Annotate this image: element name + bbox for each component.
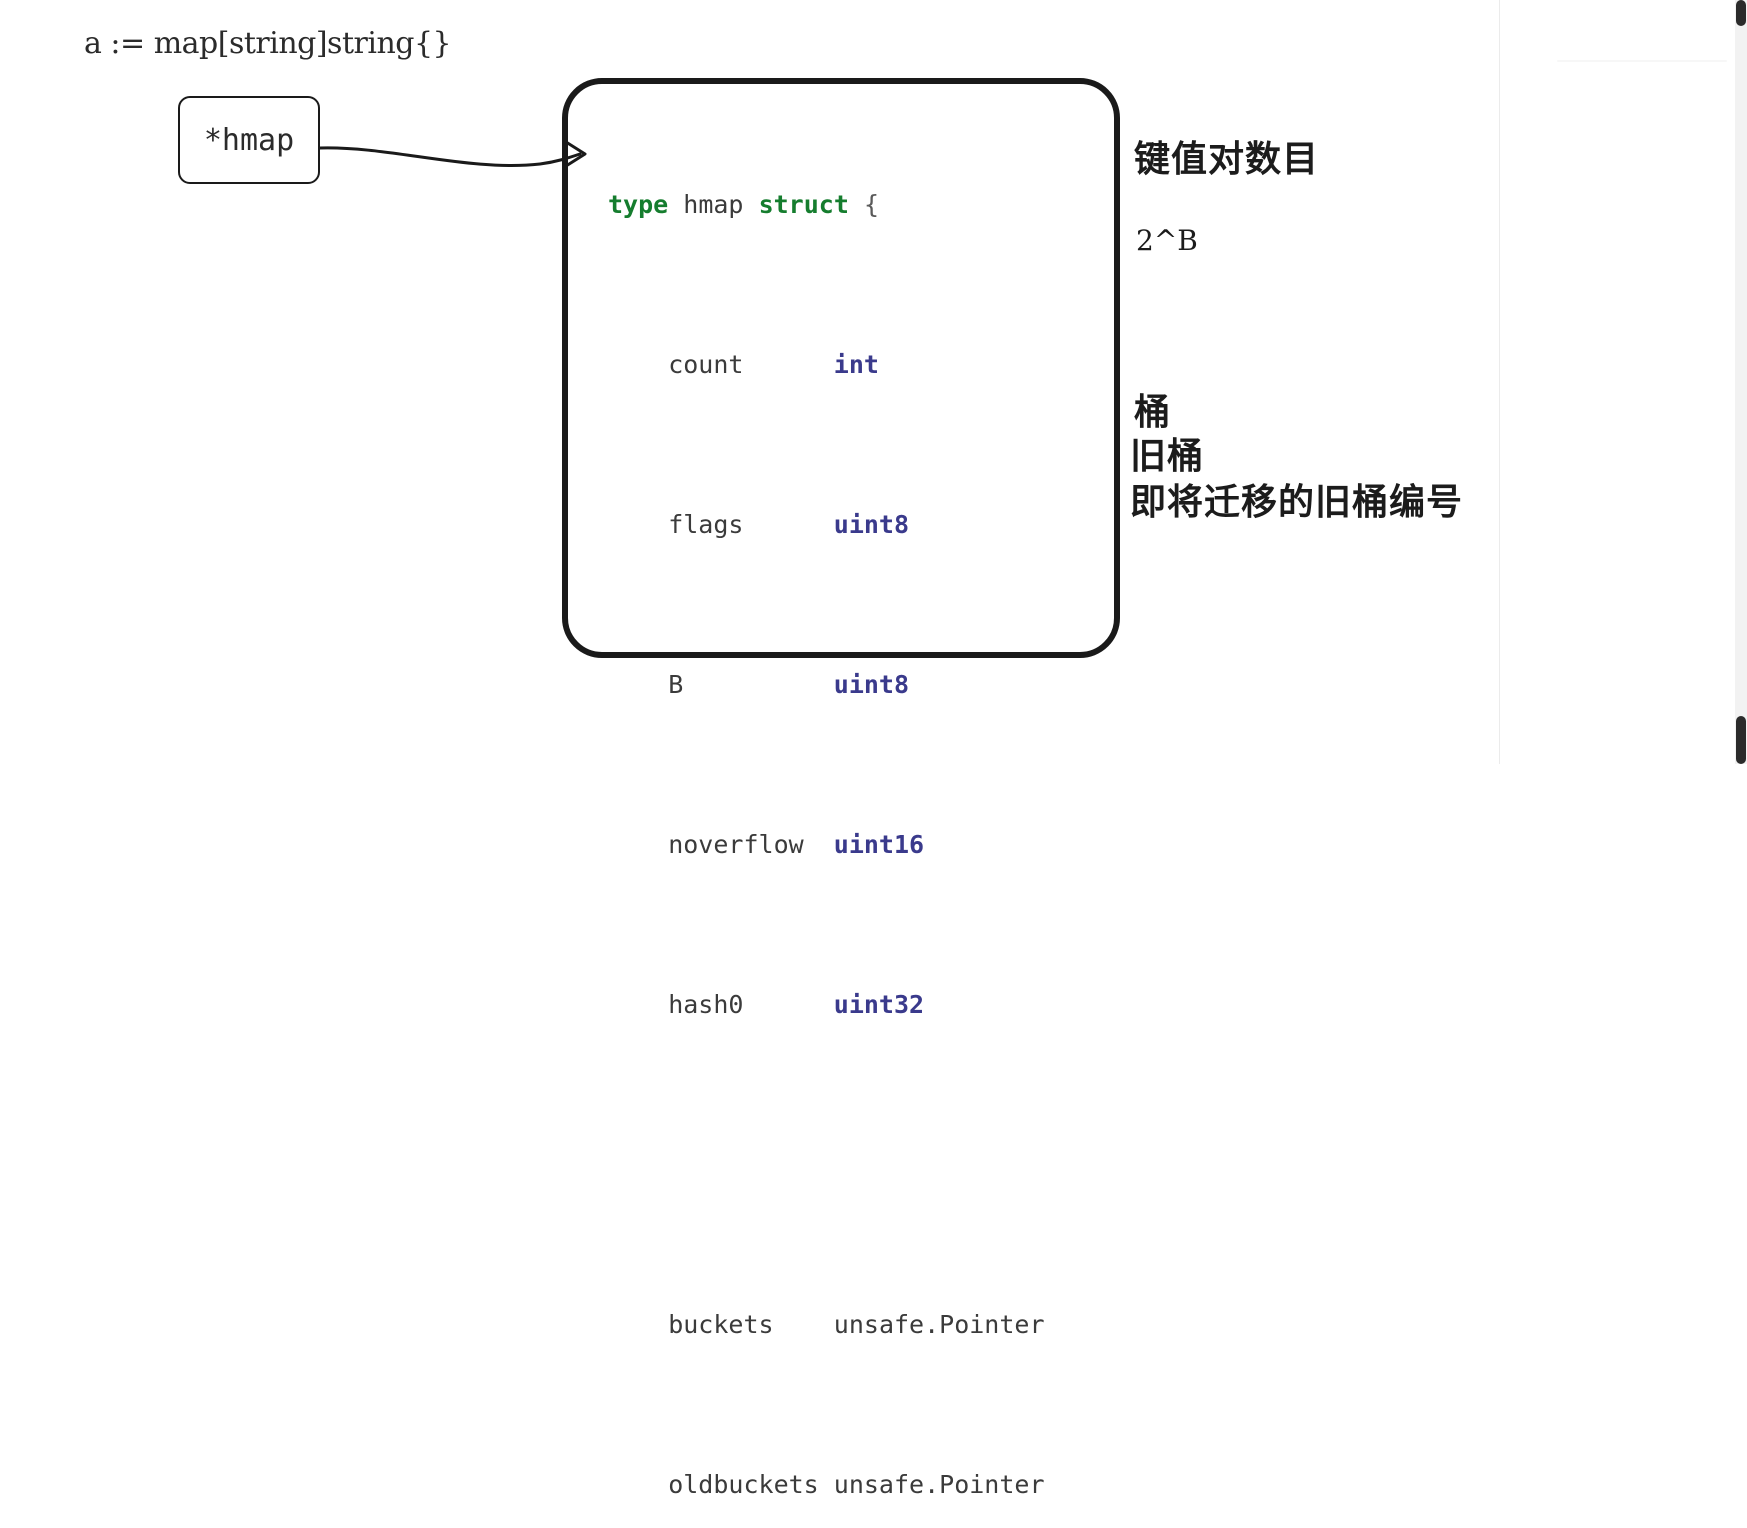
field-name-count: count xyxy=(608,350,744,379)
keyword-type: type xyxy=(608,190,669,219)
hmap-pointer-label: *hmap xyxy=(203,122,295,158)
struct-name: hmap xyxy=(683,190,744,219)
code-line-field: count int xyxy=(608,345,1128,385)
whiteboard-canvas: a := map[string]string{} *hmap type hmap… xyxy=(84,0,1747,1499)
annotation-nevacuate-note: 即将迁移的旧桶编号 xyxy=(1130,481,1464,523)
field-type-oldbuckets: unsafe.Pointer xyxy=(833,1470,1045,1499)
page-scrollbar[interactable] xyxy=(1735,0,1747,764)
field-name-hash0: hash0 xyxy=(608,990,744,1019)
code-line-field: buckets unsafe.Pointer xyxy=(608,1305,1128,1345)
field-type-noverflow: uint16 xyxy=(833,830,925,859)
map-declaration-text: a := map[string]string{} xyxy=(84,26,452,61)
annotation-b-note: 2^B xyxy=(1136,224,1198,257)
hmap-pointer-box: *hmap xyxy=(178,96,320,184)
field-type-hash0: uint32 xyxy=(833,990,925,1019)
right-page-gutter xyxy=(1499,0,1735,764)
annotation-buckets-note: 桶 xyxy=(1134,391,1172,433)
code-line-field: flags uint8 xyxy=(608,505,1128,545)
annotation-oldbuckets-note: 旧桶 xyxy=(1130,435,1205,477)
code-line-field: hash0 uint32 xyxy=(608,985,1128,1025)
scrollbar-thumb-bottom[interactable] xyxy=(1736,716,1746,764)
code-line-field: noverflow uint16 xyxy=(608,825,1128,865)
code-line-header: type hmap struct { xyxy=(608,185,1128,225)
field-type-buckets: unsafe.Pointer xyxy=(833,1310,1045,1339)
field-type-count: int xyxy=(833,350,879,379)
annotation-count-note: 键值对数目 xyxy=(1134,138,1320,180)
hmap-struct-code: type hmap struct { count int flags uint8… xyxy=(608,105,1128,1528)
field-name-buckets: buckets xyxy=(608,1310,774,1339)
code-line-field: B uint8 xyxy=(608,665,1128,705)
field-name-noverflow: noverflow xyxy=(608,830,804,859)
bilibili-tv-play-icon xyxy=(1334,551,1424,633)
code-line-field: oldbuckets unsafe.Pointer xyxy=(608,1465,1128,1505)
field-name-oldbuckets: oldbuckets xyxy=(608,1470,819,1499)
brace-open: { xyxy=(863,190,879,219)
keyword-struct: struct xyxy=(758,190,849,219)
hmap-struct-box xyxy=(562,78,1120,658)
gutter-divider xyxy=(1557,60,1727,62)
field-name-b: B xyxy=(608,670,684,699)
scrollbar-thumb-top[interactable] xyxy=(1736,0,1746,26)
field-type-b: uint8 xyxy=(833,670,910,699)
field-type-flags: uint8 xyxy=(833,510,910,539)
code-line-blank xyxy=(608,1145,1128,1185)
field-name-flags: flags xyxy=(608,510,744,539)
